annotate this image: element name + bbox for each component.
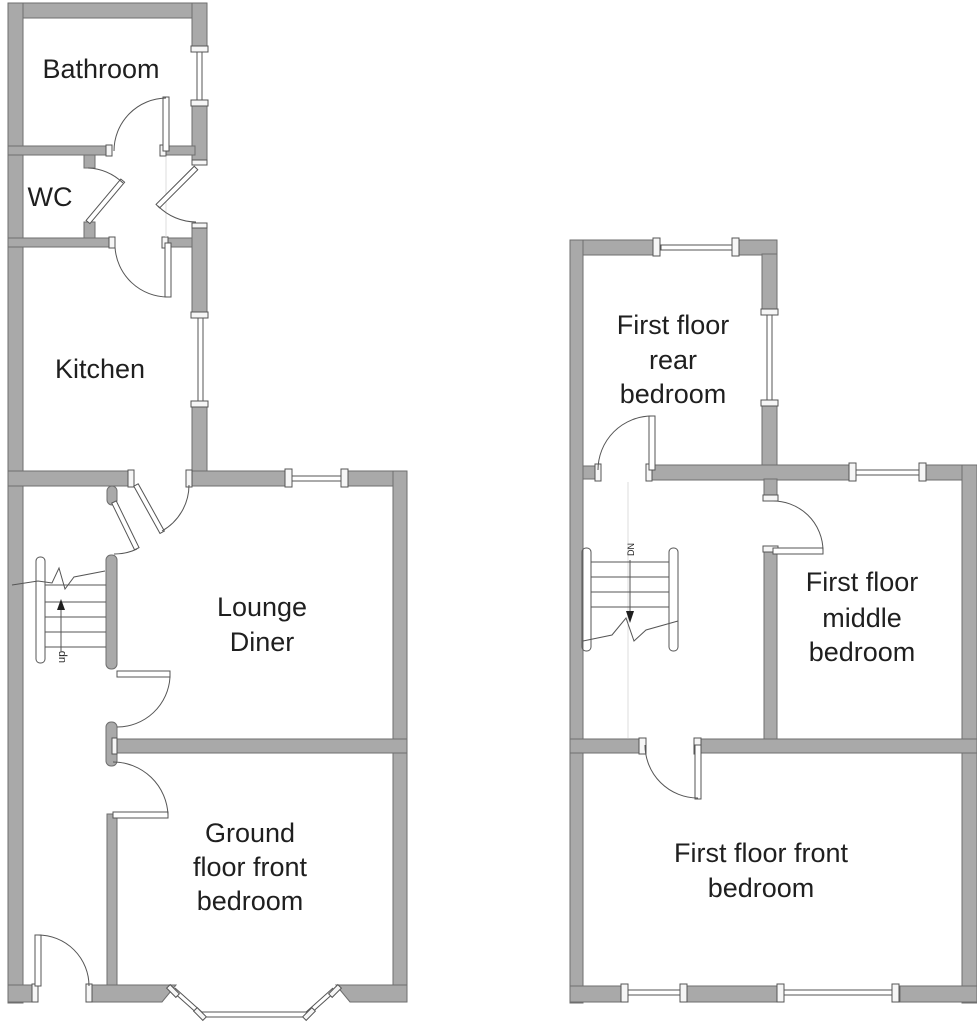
- back-door: [155, 165, 199, 223]
- front-bedroom-window-right: [783, 989, 894, 996]
- stairs-break-line: [582, 616, 679, 642]
- rear-bedroom-top-window: [660, 244, 734, 251]
- lounge-door: [116, 670, 171, 728]
- first-floor-stairs: DN: [581, 543, 679, 652]
- bathroom-window: [196, 51, 203, 103]
- stairs-up-label: up: [56, 651, 68, 663]
- ground-floor-plan: up Bathroom WC Kitchen Lounge Diner Grou…: [7, 2, 408, 1022]
- label-lounge-2: Diner: [230, 627, 295, 657]
- rear-bedroom-door: [597, 415, 656, 471]
- first-floor-doors: [597, 415, 824, 800]
- bay-wall-right: [334, 984, 408, 1003]
- kitchen-lounge-door: [133, 483, 190, 535]
- label-ground-bedroom-2: floor front: [193, 852, 308, 882]
- label-first-front-bedroom-2: bedroom: [708, 873, 815, 903]
- label-rear-bedroom-3: bedroom: [620, 379, 727, 409]
- first-floor-door-jambs: [594, 463, 779, 755]
- ground-floor-labels: Bathroom WC Kitchen Lounge Diner Ground …: [28, 54, 308, 916]
- label-middle-bedroom-1: First floor: [806, 567, 919, 597]
- kitchen-door: [114, 242, 172, 298]
- label-kitchen: Kitchen: [55, 354, 145, 384]
- label-first-front-bedroom-1: First floor front: [674, 838, 849, 868]
- up-arrow: [57, 599, 65, 610]
- stairs-break-line: [11, 566, 106, 591]
- bay-wall-left: [89, 984, 178, 1003]
- label-rear-bedroom-2: rear: [649, 345, 697, 375]
- ground-floor-door-jambs: [31, 144, 208, 1003]
- stairs-dn-label: DN: [626, 543, 636, 556]
- label-ground-bedroom-1: Ground: [205, 818, 295, 848]
- label-lounge-1: Lounge: [217, 592, 307, 622]
- ground-floor-doors: [34, 96, 199, 987]
- label-bathroom: Bathroom: [42, 54, 159, 84]
- first-floor-windows: [620, 237, 927, 1003]
- label-middle-bedroom-3: bedroom: [809, 637, 916, 667]
- kitchen-window: [197, 317, 204, 404]
- landing-window: [855, 469, 921, 476]
- wc-door: [85, 167, 126, 225]
- first-floor-plan: DN First floor rear bedroom First floor …: [569, 237, 977, 1004]
- bay-window: [165, 983, 343, 1022]
- middle-bedroom-door: [770, 500, 824, 555]
- bathroom-door: [113, 96, 170, 152]
- first-front-bedroom-door: [644, 744, 702, 800]
- first-floor-walls: [569, 239, 977, 1004]
- label-wc: WC: [28, 182, 73, 212]
- front-door: [34, 934, 90, 987]
- ground-floor-windows: [165, 45, 349, 1022]
- label-middle-bedroom-2: middle: [822, 603, 902, 633]
- first-floor-labels: First floor rear bedroom First floor mid…: [617, 310, 919, 903]
- down-arrow: [626, 611, 634, 623]
- ground-bedroom-door: [112, 761, 169, 819]
- stairs-door: [111, 500, 140, 555]
- front-bedroom-window-left: [627, 989, 682, 996]
- label-ground-bedroom-3: bedroom: [197, 886, 304, 916]
- lounge-window: [291, 475, 344, 482]
- label-rear-bedroom-1: First floor: [617, 310, 730, 340]
- ground-floor-walls: [7, 2, 408, 1004]
- rear-bedroom-side-window: [766, 314, 773, 402]
- ground-floor-stairs: up: [11, 556, 106, 664]
